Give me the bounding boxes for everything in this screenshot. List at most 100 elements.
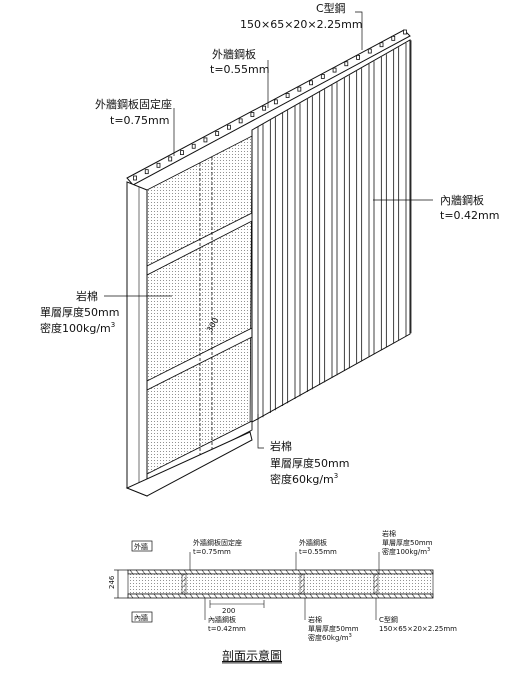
clip-mark	[180, 150, 184, 156]
corrugation-tick	[159, 593, 164, 599]
corrugation-tick	[423, 593, 428, 599]
corrugation-tick	[261, 569, 266, 575]
rockwool-a-density: 密度100kg/m3	[40, 321, 115, 335]
corrugation-tick	[411, 569, 416, 575]
clip-mark	[403, 29, 407, 35]
corrugation-tick	[375, 593, 380, 599]
clip-mark	[191, 143, 196, 149]
corrugation-tick	[345, 569, 350, 575]
spacing-dim: 200	[222, 607, 235, 615]
clip-mark	[356, 54, 360, 60]
corrugation-tick	[237, 569, 242, 575]
corrugation-tick	[357, 593, 362, 599]
corrugation-tick	[339, 569, 344, 575]
clip-mark	[250, 112, 255, 117]
corrugation-tick	[387, 569, 392, 575]
corrugation-tick	[405, 569, 410, 575]
corrugation-tick	[129, 593, 134, 599]
sec-rockwool-b-label: 岩棉	[308, 615, 322, 624]
corrugation-tick	[363, 569, 368, 575]
corrugation-tick	[129, 569, 134, 575]
rockwool-b-label: 岩棉	[270, 439, 292, 453]
corrugation-tick	[375, 569, 380, 575]
sec-rockwool-b-thickness: 單層厚度50mm	[308, 624, 359, 633]
corrugation-tick	[213, 593, 218, 599]
clip-mark	[285, 93, 290, 98]
corrugation-tick	[165, 593, 170, 599]
iso-annotations	[104, 11, 433, 449]
sec-rockwool-a-thickness: 單層厚度50mm	[382, 538, 433, 547]
corrugation-tick	[225, 593, 230, 599]
corrugation-tick	[183, 569, 188, 575]
section-caption: 剖面示意圖	[222, 648, 282, 663]
corrugation-tick	[249, 569, 254, 575]
corrugation-tick	[237, 593, 242, 599]
corrugation-tick	[261, 593, 266, 599]
corrugation-tick	[309, 569, 314, 575]
thickness-dim: 246	[108, 575, 116, 589]
corrugation-tick	[423, 569, 428, 575]
corrugation-tick	[153, 569, 158, 575]
corrugation-tick	[141, 593, 146, 599]
section-detail: 外牆 內牆 246 200 外牆鋼板固定座 t=0.7	[108, 529, 457, 642]
c-steel-spec: 150×65×20×2.25mm	[240, 18, 363, 31]
corrugation-tick	[213, 569, 218, 575]
corrugation-tick	[141, 569, 146, 575]
corrugation-tick	[291, 569, 296, 575]
sec-outer-panel-spec: t=0.55mm	[299, 548, 337, 556]
corrugation-tick	[273, 593, 278, 599]
corrugation-tick	[249, 593, 254, 599]
section-rockwool	[127, 573, 434, 595]
top-clips	[133, 29, 407, 181]
left-column	[126, 181, 148, 497]
corrugation-tick	[369, 569, 374, 575]
corrugation-tick	[315, 593, 320, 599]
clip-mark	[320, 74, 325, 79]
corrugation-tick	[207, 593, 212, 599]
corrugation-tick	[201, 593, 206, 599]
corrugation-tick	[285, 569, 290, 575]
corrugation-tick	[189, 569, 194, 575]
corrugation-tick	[177, 593, 182, 599]
corrugation-tick	[195, 593, 200, 599]
corrugation-tick	[201, 569, 206, 575]
outer-panel-spec: t=0.55mm	[210, 63, 269, 76]
corrugation-tick	[231, 593, 236, 599]
corrugation-tick	[189, 593, 194, 599]
corrugation-tick	[321, 569, 326, 575]
section-corrugation	[129, 569, 434, 599]
top-edge-strip	[126, 29, 411, 186]
corrugation-tick	[429, 593, 434, 599]
corrugation-tick	[279, 569, 284, 575]
corrugation-tick	[405, 593, 410, 599]
corrugation-tick	[243, 569, 248, 575]
corrugation-tick	[183, 593, 188, 599]
corrugation-tick	[297, 569, 302, 575]
corrugation-tick	[171, 593, 176, 599]
c-steel-label: C型鋼	[316, 1, 346, 15]
inside-tag	[131, 611, 153, 623]
section-stud-left	[181, 573, 187, 595]
corrugation-tick	[273, 569, 278, 575]
corrugation-tick	[351, 569, 356, 575]
sec-c-steel-label: C型鋼	[379, 615, 398, 624]
corrugation-tick	[159, 569, 164, 575]
corrugation-tick	[171, 569, 176, 575]
corrugation-tick	[315, 569, 320, 575]
rockwool-a-thickness: 單層厚度50mm	[40, 305, 119, 319]
outer-clip-label: 外牆鋼板固定座	[95, 97, 172, 111]
inner-panel-spec: t=0.42mm	[440, 209, 499, 222]
clip-mark	[168, 156, 173, 162]
corrugation-tick	[327, 593, 332, 599]
corrugation-tick	[231, 569, 236, 575]
corrugation-tick	[153, 593, 158, 599]
section-stud-right	[373, 573, 379, 595]
sec-outer-clip-spec: t=0.75mm	[193, 548, 231, 556]
clip-mark	[391, 35, 396, 41]
clip-mark	[309, 80, 313, 86]
outer-clip-spec: t=0.75mm	[110, 114, 169, 127]
corrugation-tick	[219, 569, 224, 575]
sec-inner-panel-label: 內牆鋼板	[208, 615, 236, 624]
corrugation-tick	[357, 569, 362, 575]
